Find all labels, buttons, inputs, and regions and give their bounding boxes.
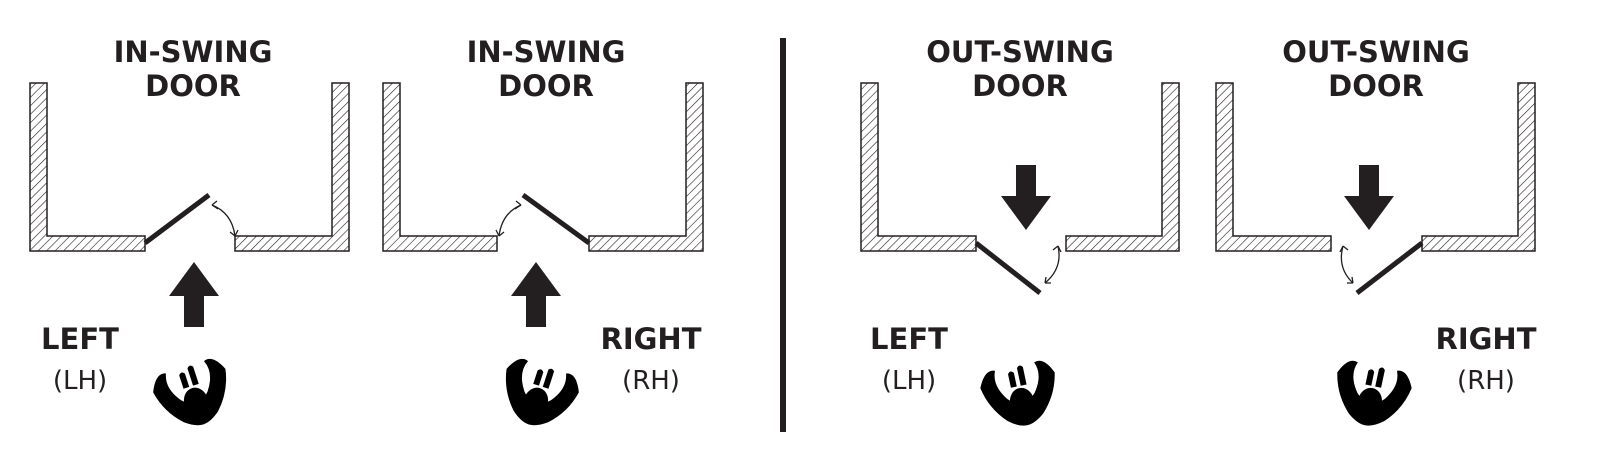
door-leaf [974,241,1042,295]
hand-code: (LH) [882,366,936,396]
hand-label: LEFT [870,322,948,356]
panel-title-line1: IN-SWING [114,35,273,69]
swing-arc-arrow [211,200,239,237]
panel-title-line1: IN-SWING [467,35,626,69]
person-figure [492,354,584,437]
direction-arrow-down [1001,165,1051,230]
hand-code: (RH) [622,366,680,396]
hand-label: LEFT [41,322,119,356]
person-figure [1327,357,1415,434]
panel-title-line2: DOOR [145,69,241,103]
panel-out-swing-left: OUT-SWING DOOR LEFT (LH) [860,35,1180,434]
door-leaf [521,192,591,246]
door-leaf [1355,241,1424,295]
hand-label: RIGHT [601,322,702,356]
wall-right [588,82,704,252]
hand-code: (LH) [53,366,107,396]
wall-right [1421,82,1536,252]
wall-left [1215,82,1332,252]
panel-title-line1: OUT-SWING [1282,35,1470,69]
wall-left [860,82,977,252]
direction-arrow-up [511,262,561,327]
wall-right [1065,82,1180,252]
person-figure [148,354,240,437]
panel-title-line1: OUT-SWING [926,35,1114,69]
panel-out-swing-right: OUT-SWING DOOR RIGHT (RH) [1215,35,1537,434]
hand-label: RIGHT [1436,322,1537,356]
wall-right [234,82,350,252]
panel-title-line2: DOOR [1328,69,1424,103]
door-leaf [143,193,211,245]
swing-arc-arrow [1339,245,1354,284]
panel-title-line2: DOOR [972,69,1068,103]
person-figure [977,357,1065,434]
hand-code: (RH) [1457,366,1515,396]
direction-arrow-down [1344,165,1394,230]
wall-left [29,82,146,252]
swing-arc-arrow [1044,245,1062,284]
wall-left [382,82,498,252]
direction-arrow-up [169,262,219,327]
panel-in-swing-right: IN-SWING DOOR RIGHT (RH) [382,35,704,437]
swing-arc-arrow [495,200,522,237]
panel-title-line2: DOOR [498,69,594,103]
panel-in-swing-left: IN-SWING DOOR LEFT (LH) [29,35,350,437]
